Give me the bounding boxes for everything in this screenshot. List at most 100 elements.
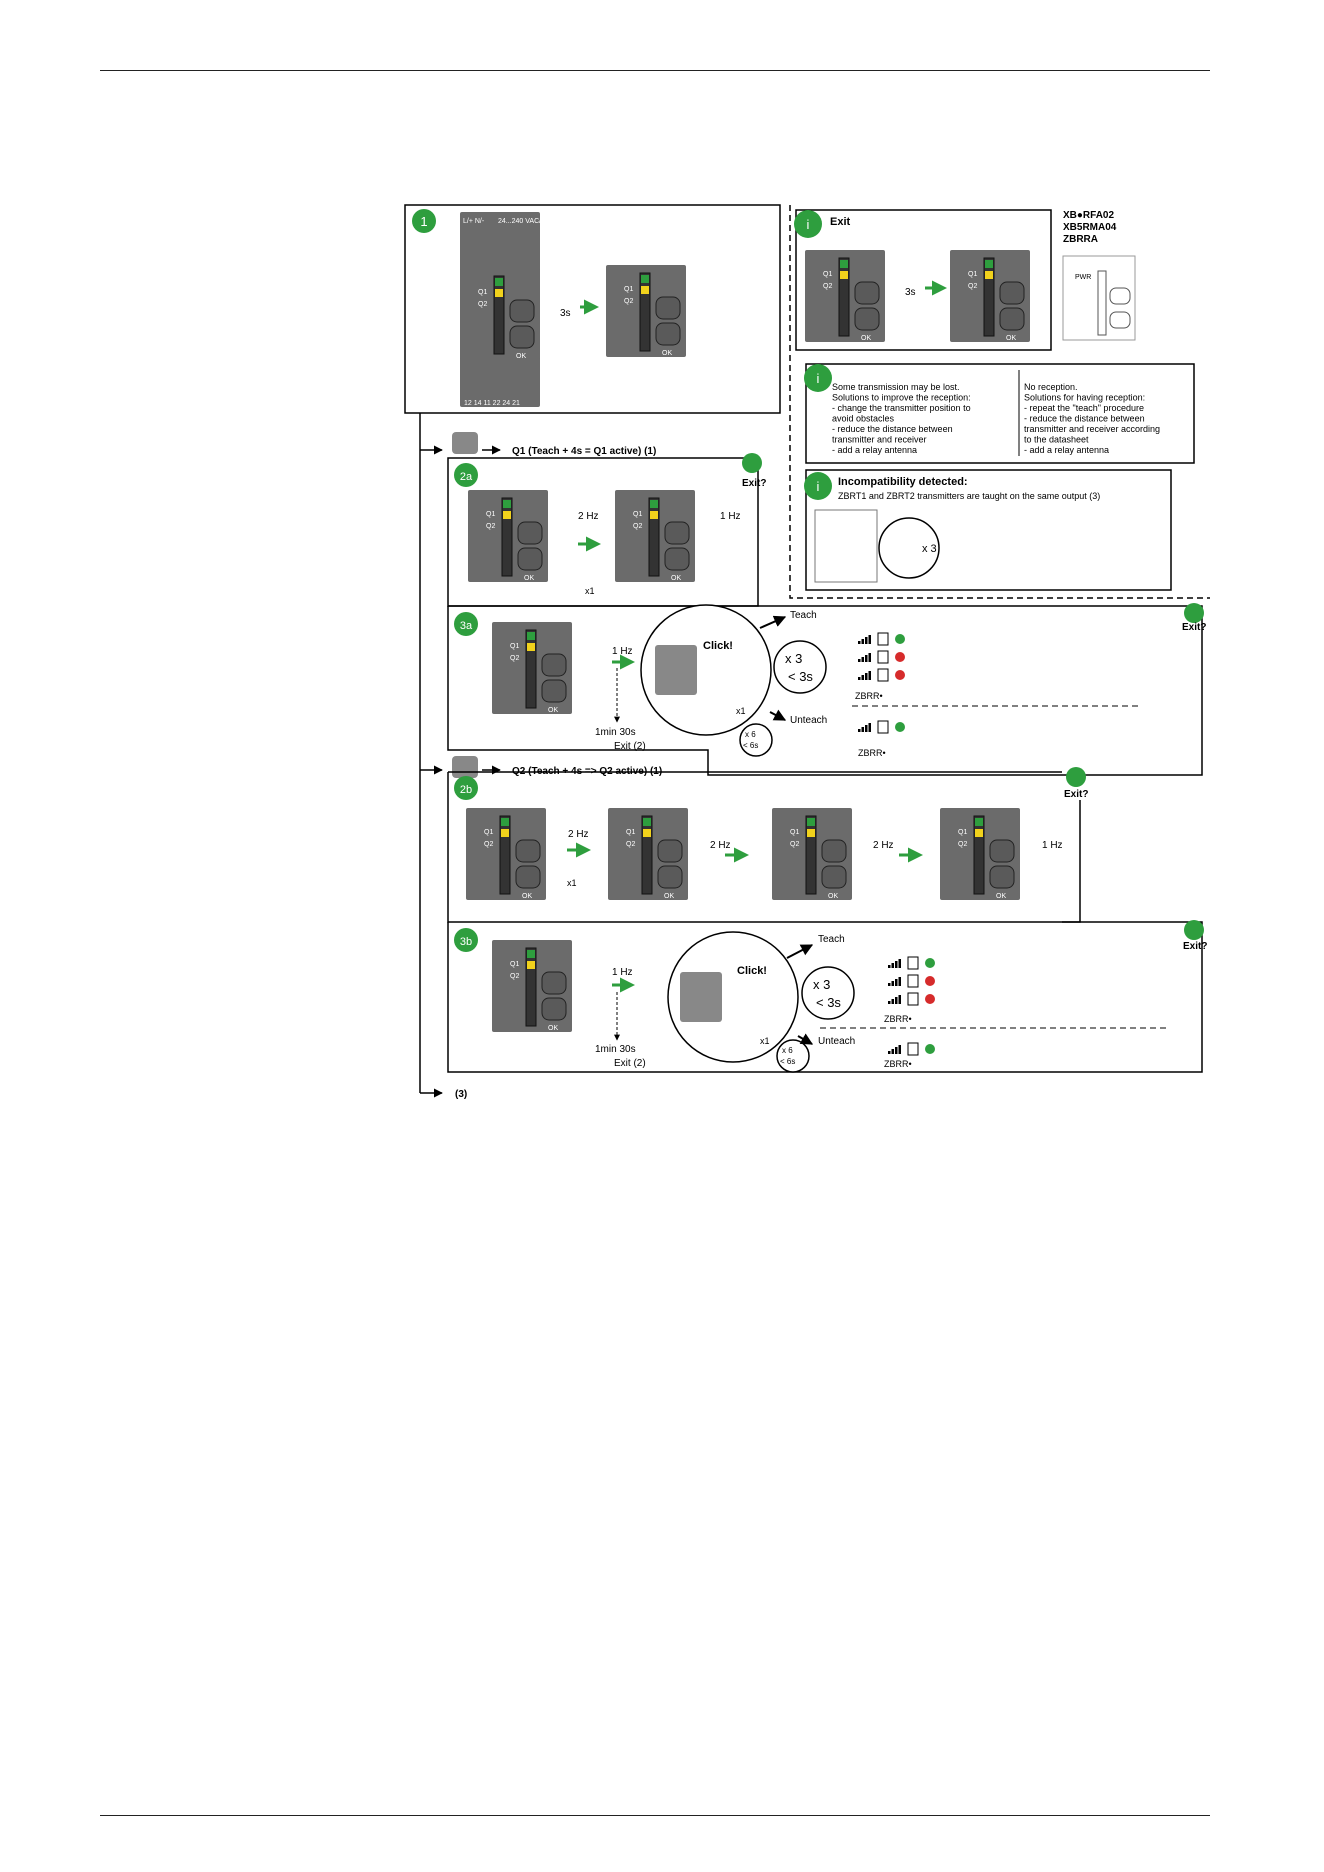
signal-bar [891, 999, 894, 1004]
step-3a-times: x 3 [785, 651, 802, 666]
led-icon [907, 1042, 919, 1056]
signal-bar [868, 671, 871, 680]
check-icon [925, 1044, 935, 1054]
signal-bar [888, 1001, 891, 1004]
cross-icon [895, 670, 905, 680]
led-icon [877, 668, 889, 682]
led-icon [877, 650, 889, 664]
step-3b-long-times: x 6 [782, 1046, 793, 1055]
step-3b-timeout-exit: Exit (2) [614, 1058, 646, 1069]
step-3b-freq: 1 Hz [612, 967, 633, 978]
step-1-panel: 1 L/+ N/- 24...240 VAC/DC 12 14 11 22 24… [404, 204, 781, 414]
step-3b-zbrr-teach: ZBRR• [884, 1014, 912, 1024]
signal-bar [861, 675, 864, 680]
q1-label: Q1 [823, 271, 832, 278]
signal-bar [861, 727, 864, 732]
signal-bar [861, 639, 864, 644]
signal-bar [888, 1051, 891, 1054]
info-i1-title: Exit [830, 216, 851, 228]
q1-label: Q1 [626, 829, 635, 836]
led-icon [907, 992, 919, 1006]
signal-bar [895, 1047, 898, 1054]
q1-label: Q1 [484, 829, 493, 836]
signal-bar [898, 959, 901, 968]
q2-label: Q2 [790, 841, 799, 848]
q2-label: Q2 [510, 655, 519, 662]
led-icon [907, 974, 919, 988]
info-i3-line: - reduce the distance between [1024, 414, 1145, 424]
ok-label: OK [548, 707, 558, 714]
ok-label: OK [828, 893, 838, 900]
step-3a-timeout: 1min 30s [595, 727, 636, 738]
q2-label: Q2 [478, 301, 487, 308]
info-i3-line: to the datasheet [1024, 435, 1089, 445]
svg-text:i: i [807, 217, 810, 232]
model-3: ZBRRA [1063, 234, 1098, 245]
hold-time-label: 3s [560, 308, 571, 319]
ok-label: OK [671, 575, 681, 582]
cross-icon [925, 976, 935, 986]
signal-bar [858, 729, 861, 732]
ok-label: OK [664, 893, 674, 900]
ok-label: OK [996, 893, 1006, 900]
signal-bar [868, 635, 871, 644]
signal-bar [865, 655, 868, 662]
signal-bar [868, 653, 871, 662]
step-2b-exit: Exit? [1064, 789, 1088, 800]
signal-bar [891, 981, 894, 986]
step-3a-press: x1 [736, 706, 746, 716]
step-3b-exit: Exit? [1183, 941, 1207, 952]
step-2b-freq-3: 2 Hz [873, 840, 894, 851]
ok-label: OK [516, 353, 526, 360]
check-icon [925, 958, 935, 968]
step-3a-long-duration: < 6s [743, 741, 758, 750]
step-3a-zbrr-unteach: ZBRR• [858, 748, 886, 758]
footer-rule [100, 1815, 1210, 1816]
step-1-number: 1 [420, 214, 427, 229]
step-3a-zbrr-teach: ZBRR• [855, 691, 883, 701]
ok-label: OK [548, 1025, 558, 1032]
q1-route-label: Q1 (Teach + 4s = Q1 active) (1) [512, 446, 656, 457]
info-i4-text: ZBRT1 and ZBRT2 transmitters are taught … [838, 491, 1100, 501]
step-3b-zbrr-unteach: ZBRR• [884, 1059, 912, 1069]
check-icon [895, 722, 905, 732]
signal-bar [888, 965, 891, 968]
signal-bar [865, 637, 868, 644]
step-3a-teach: Teach [790, 610, 817, 621]
step-2a-exit: Exit? [742, 478, 766, 489]
signal-bar [865, 673, 868, 680]
model-2: XB5RMA04 [1063, 222, 1117, 233]
step-2b-freq-2: 2 Hz [710, 840, 731, 851]
info-i3-line: Some transmission may be lost. [832, 382, 960, 392]
q2-label: Q2 [510, 973, 519, 980]
q2-label: Q2 [626, 841, 635, 848]
q1-label: Q1 [510, 643, 519, 650]
info-i3-panel: i Some transmission may be lost.Solution… [804, 363, 1195, 464]
terminal-top-label: L/+ N/- [463, 218, 485, 225]
signal-bar [895, 997, 898, 1004]
voltage-label: 24...240 VAC/DC [498, 218, 551, 225]
step-2a-freq-b: 1 Hz [720, 511, 741, 522]
step-3b-number: 3b [460, 936, 472, 948]
signal-bar [861, 657, 864, 662]
model-list: XB●RFA02 XB5RMA04 ZBRRA PWR [1062, 210, 1136, 341]
info-i3-line: - change the transmitter position to [832, 403, 971, 413]
signal-bar [858, 641, 861, 644]
led-icon [877, 720, 889, 734]
q2-label: Q2 [484, 841, 493, 848]
step-2b-press: x1 [567, 878, 577, 888]
signal-bar [868, 723, 871, 732]
step-2a-press: x1 [585, 586, 595, 596]
q2-route: Q2 (Teach + 4s => Q2 active) (1) [452, 756, 662, 778]
info-i3-line: Solutions to improve the reception: [832, 393, 971, 403]
